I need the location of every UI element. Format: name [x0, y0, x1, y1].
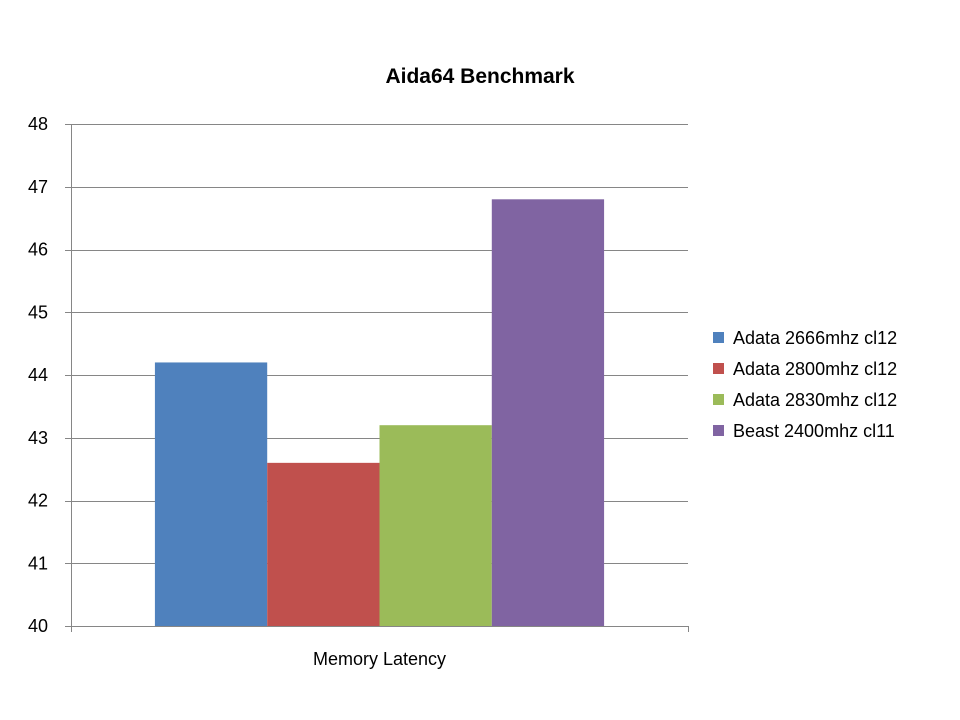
y-tick-label: 46: [28, 240, 48, 260]
legend-label: Beast 2400mhz cl11: [733, 421, 895, 441]
chart-title: Aida64 Benchmark: [385, 65, 574, 88]
y-tick-label: 43: [28, 428, 48, 448]
y-tick-label: 40: [28, 616, 48, 636]
y-tick-label: 48: [28, 114, 48, 134]
y-tick-label: 41: [28, 553, 48, 573]
bar: [267, 462, 380, 626]
x-category-label: Memory Latency: [313, 649, 446, 669]
legend-label: Adata 2800mhz cl12: [733, 359, 897, 379]
bar: [154, 362, 268, 626]
axes: [65, 124, 689, 632]
legend-swatch: [713, 363, 724, 374]
legend-swatch: [713, 332, 724, 343]
legend-label: Adata 2830mhz cl12: [733, 390, 897, 410]
legend-label: Adata 2666mhz cl12: [733, 328, 897, 348]
y-tick-label: 47: [28, 177, 48, 197]
y-axis-tick-labels: 40 41 42 43 44 45 46 47 48: [28, 114, 48, 636]
bar: [379, 425, 492, 626]
y-tick-label: 44: [28, 365, 48, 385]
bar: [491, 199, 605, 627]
legend-swatch: [713, 394, 724, 405]
y-tick-label: 45: [28, 302, 48, 322]
bars: [154, 199, 605, 627]
legend-swatch: [713, 425, 724, 436]
y-tick-label: 42: [28, 491, 48, 511]
x-axis-category-labels: Memory Latency: [313, 649, 446, 669]
